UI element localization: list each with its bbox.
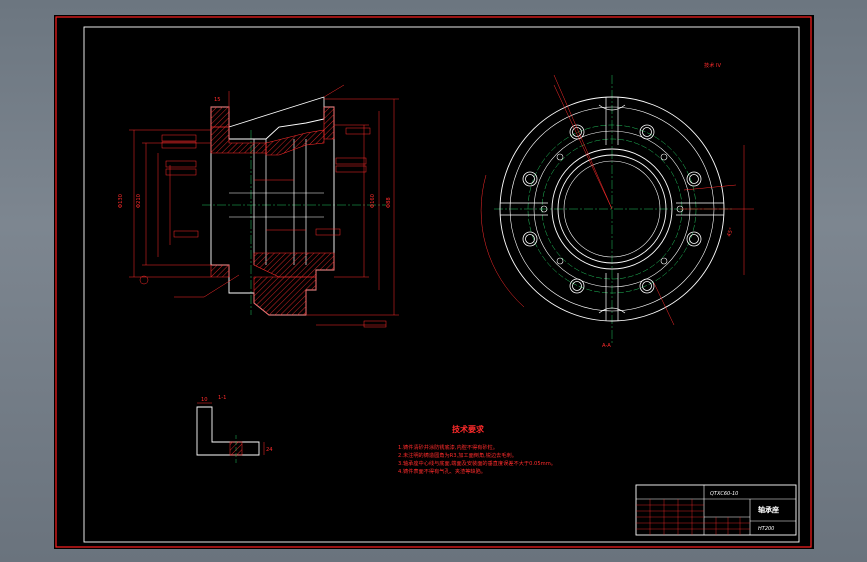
tech-req-title: 技术要求 bbox=[452, 424, 485, 434]
angle-label: 45° bbox=[726, 227, 735, 238]
section-detail: 1-1 10 24 bbox=[196, 395, 273, 465]
dia-label-3: Φ160 bbox=[370, 194, 376, 208]
front-view: 技术 IV A-A 45° bbox=[480, 61, 754, 349]
section-ref: A-A bbox=[602, 343, 611, 349]
dia-label-2: Φ210 bbox=[136, 194, 142, 208]
drawing-number: QTXC60-10 bbox=[710, 491, 738, 497]
tech-requirements: 技术要求 1.铸件清砂并涂防锈底漆,内腔不得有砂粒。 2.未注明的铸造圆角为R3… bbox=[398, 424, 556, 475]
dia-label-1: Φ130 bbox=[118, 194, 124, 208]
tech-req-line-2: 2.未注明的铸造圆角为R3,加工面倒角,锐边去毛刺。 bbox=[398, 451, 517, 459]
cad-viewport[interactable]: 15 Φ130 Φ210 Φ160 Φ88 bbox=[54, 15, 814, 549]
outer-frame bbox=[55, 16, 812, 548]
tech-req-line-3: 3.轴承座中心线与底面,端面及安装面的垂直度误差不大于0.05mm。 bbox=[398, 459, 556, 467]
tech-req-line-1: 1.铸件清砂并涂防锈底漆,内腔不得有砂粒。 bbox=[398, 443, 498, 451]
title-block: QTXC60-10 轴承座 HT200 bbox=[635, 484, 797, 536]
detail-note: 技术 IV bbox=[704, 61, 722, 69]
tech-req-line-4: 4.铸件表面不得有气孔、夹渣等缺陷。 bbox=[398, 467, 486, 475]
part-name: 轴承座 bbox=[758, 505, 779, 514]
top-dim-label: 15 bbox=[214, 97, 221, 103]
drawing-sheet: 15 Φ130 Φ210 Φ160 Φ88 bbox=[55, 16, 812, 548]
section-label: 1-1 bbox=[218, 395, 226, 401]
material: HT200 bbox=[758, 526, 774, 532]
section-dim2: 24 bbox=[266, 447, 273, 453]
section-dim: 10 bbox=[201, 397, 208, 403]
inner-frame bbox=[83, 26, 800, 543]
dia-label-4: Φ88 bbox=[386, 197, 392, 208]
sectional-view: 15 Φ130 Φ210 Φ160 Φ88 bbox=[118, 84, 399, 328]
